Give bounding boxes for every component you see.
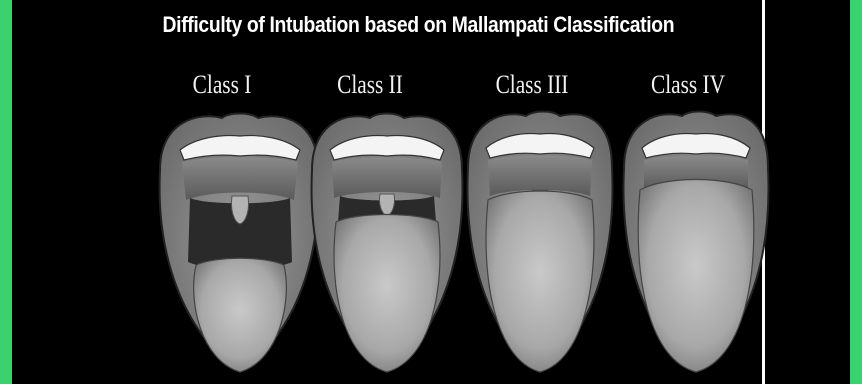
class-4-mouth: [624, 112, 769, 373]
tongue: [334, 215, 440, 373]
tongue: [486, 191, 594, 372]
palate: [332, 158, 442, 199]
tongue: [194, 258, 287, 372]
class-3-mouth: [468, 112, 613, 373]
class-2-mouth: [312, 114, 463, 373]
class-1-mouth: [160, 114, 319, 373]
tongue: [638, 180, 754, 373]
